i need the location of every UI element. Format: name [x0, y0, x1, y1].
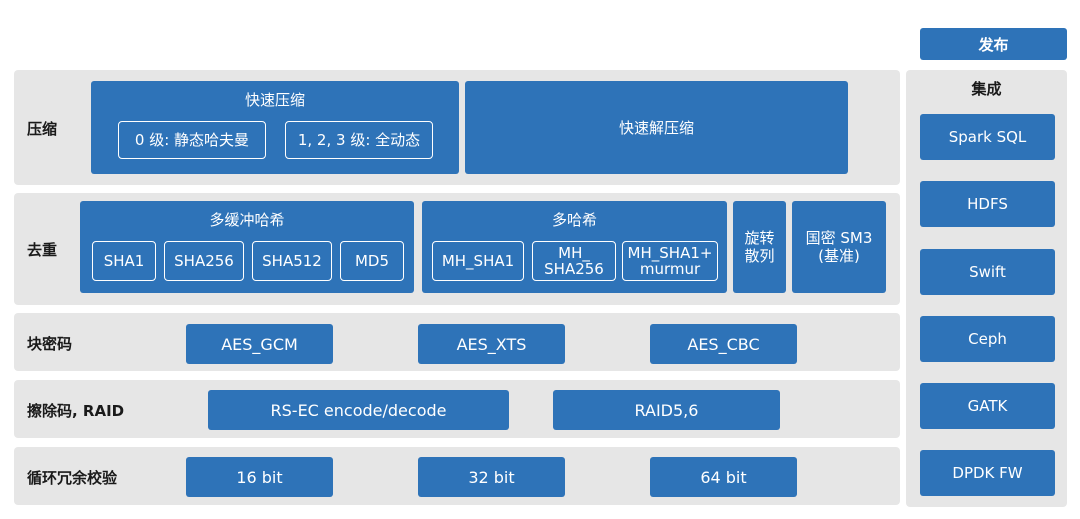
- block-cipher-label: 块密码: [27, 335, 73, 353]
- integration-spark-sql: Spark SQL: [920, 114, 1055, 160]
- integration-hdfs: HDFS: [920, 181, 1055, 227]
- sha256-chip: SHA256: [164, 241, 244, 281]
- sm3-box: 国密 SM3 (基准): [792, 201, 886, 293]
- multi-hash-title: 多哈希: [551, 211, 597, 229]
- integration-gatk: GATK: [920, 383, 1055, 429]
- mh-sha256-chip: MH_ SHA256: [532, 241, 616, 281]
- level0-chip: 0 级: 静态哈夫曼: [118, 121, 266, 159]
- level123-chip: 1, 2, 3 级: 全动态: [285, 121, 433, 159]
- md5-chip: MD5: [340, 241, 404, 281]
- mh-sha1-murmur-chip: MH_SHA1+ murmur: [622, 241, 718, 281]
- crc-label: 循环冗余校验: [27, 469, 118, 487]
- rolling-hash-box: 旋转 散列: [733, 201, 786, 293]
- rs-ec-box: RS-EC encode/decode: [208, 390, 509, 430]
- multi-hash-group: 多哈希 MH_SHA1 MH_ SHA256 MH_SHA1+ murmur: [422, 201, 727, 293]
- sha512-chip: SHA512: [252, 241, 332, 281]
- aes-gcm-box: AES_GCM: [186, 324, 333, 364]
- multi-buffer-hash-title: 多缓冲哈希: [209, 211, 285, 229]
- fast-compress-title: 快速压缩: [244, 91, 305, 109]
- aes-xts-box: AES_XTS: [418, 324, 565, 364]
- raid-box: RAID5,6: [553, 390, 780, 430]
- crc-64bit-box: 64 bit: [650, 457, 797, 497]
- crc-32bit-box: 32 bit: [418, 457, 565, 497]
- integration-swift: Swift: [920, 249, 1055, 295]
- fast-compress-group: 快速压缩 0 级: 静态哈夫曼 1, 2, 3 级: 全动态: [91, 81, 459, 174]
- mh-sha1-chip: MH_SHA1: [432, 241, 524, 281]
- aes-cbc-box: AES_CBC: [650, 324, 797, 364]
- erasure-label: 擦除码, RAID: [27, 402, 125, 420]
- integration-dpdk-fw: DPDK FW: [920, 450, 1055, 496]
- fast-decompress-box: 快速解压缩: [465, 81, 848, 174]
- integration-ceph: Ceph: [920, 316, 1055, 362]
- compression-label: 压缩: [27, 120, 58, 138]
- publish-header: 发布: [920, 28, 1067, 60]
- crc-16bit-box: 16 bit: [186, 457, 333, 497]
- dedup-label: 去重: [27, 241, 58, 259]
- multi-buffer-hash-group: 多缓冲哈希 SHA1 SHA256 SHA512 MD5: [80, 201, 414, 293]
- sha1-chip: SHA1: [92, 241, 156, 281]
- integration-title: 集成: [971, 80, 1002, 98]
